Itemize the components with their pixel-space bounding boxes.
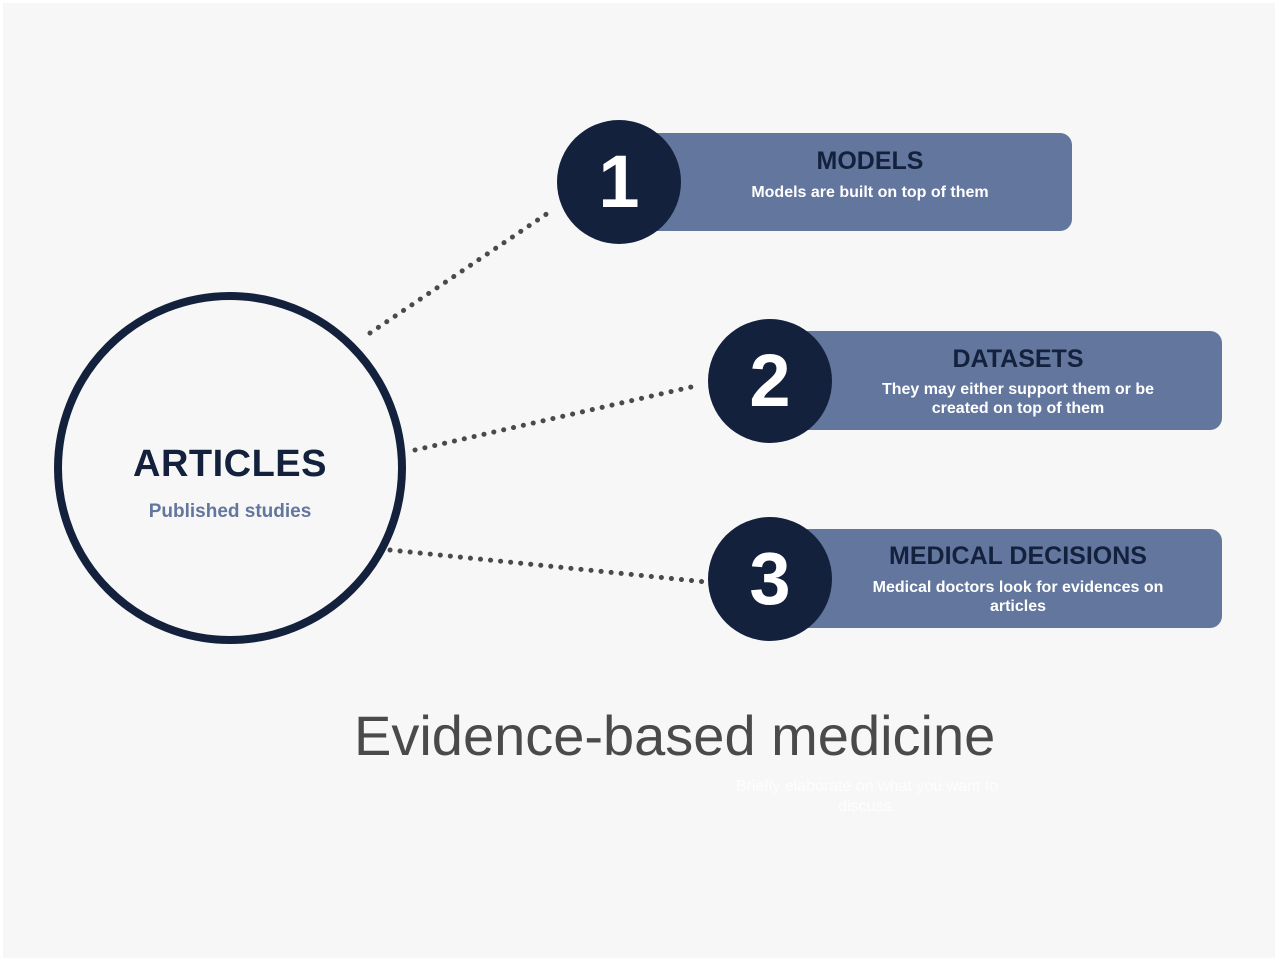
number-badge-2: 2	[708, 319, 832, 443]
connector-2	[412, 382, 703, 453]
medical-decisions-description: Medical doctors look for evidences on ar…	[872, 579, 1164, 615]
models-title: MODELS	[816, 147, 924, 175]
models-box: MODELS Models are built on top of them	[640, 133, 1072, 231]
connector-1	[367, 210, 551, 336]
medical-decisions-box: MEDICAL DECISIONS Medical doctors look f…	[790, 529, 1222, 628]
number-badge-3: 3	[708, 517, 832, 641]
placeholder-note: Briefly elaborate on what you want to di…	[735, 778, 999, 815]
datasets-title: DATASETS	[952, 345, 1084, 373]
articles-circle: ARTICLES Published studies	[54, 292, 406, 644]
datasets-description: They may either support them or be creat…	[881, 381, 1155, 417]
number-badge-1: 1	[557, 120, 681, 244]
articles-title: ARTICLES	[133, 443, 327, 485]
articles-subtitle: Published studies	[148, 501, 312, 522]
models-description: Models are built on top of them	[751, 184, 989, 201]
slide-heading: Evidence-based medicine	[354, 704, 996, 767]
datasets-box: DATASETS They may either support them or…	[790, 331, 1222, 430]
connector-3	[387, 547, 709, 585]
medical-decisions-title: MEDICAL DECISIONS	[889, 542, 1147, 570]
